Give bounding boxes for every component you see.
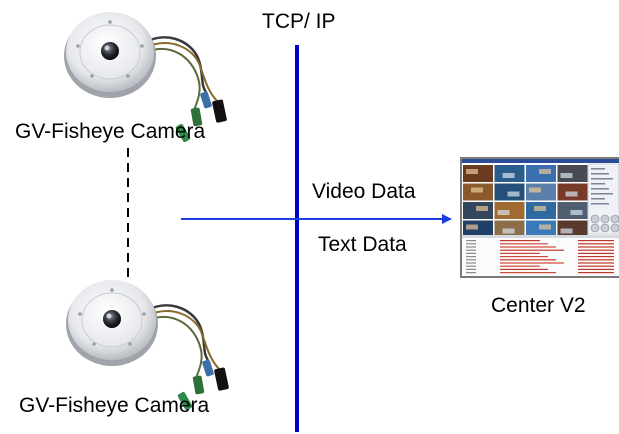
camera-label: GV-Fisheye Camera (15, 120, 206, 143)
camera-label: GV-Fisheye Camera (19, 394, 210, 417)
text-data-label: Text Data (318, 233, 407, 256)
monitoring-screen-icon (460, 157, 619, 278)
network-label: TCP/ IP (262, 10, 336, 33)
fisheye-camera-icon (66, 280, 229, 411)
fisheye-camera-icon (64, 12, 227, 143)
center-label: Center V2 (491, 294, 586, 317)
video-data-label: Video Data (312, 180, 416, 203)
